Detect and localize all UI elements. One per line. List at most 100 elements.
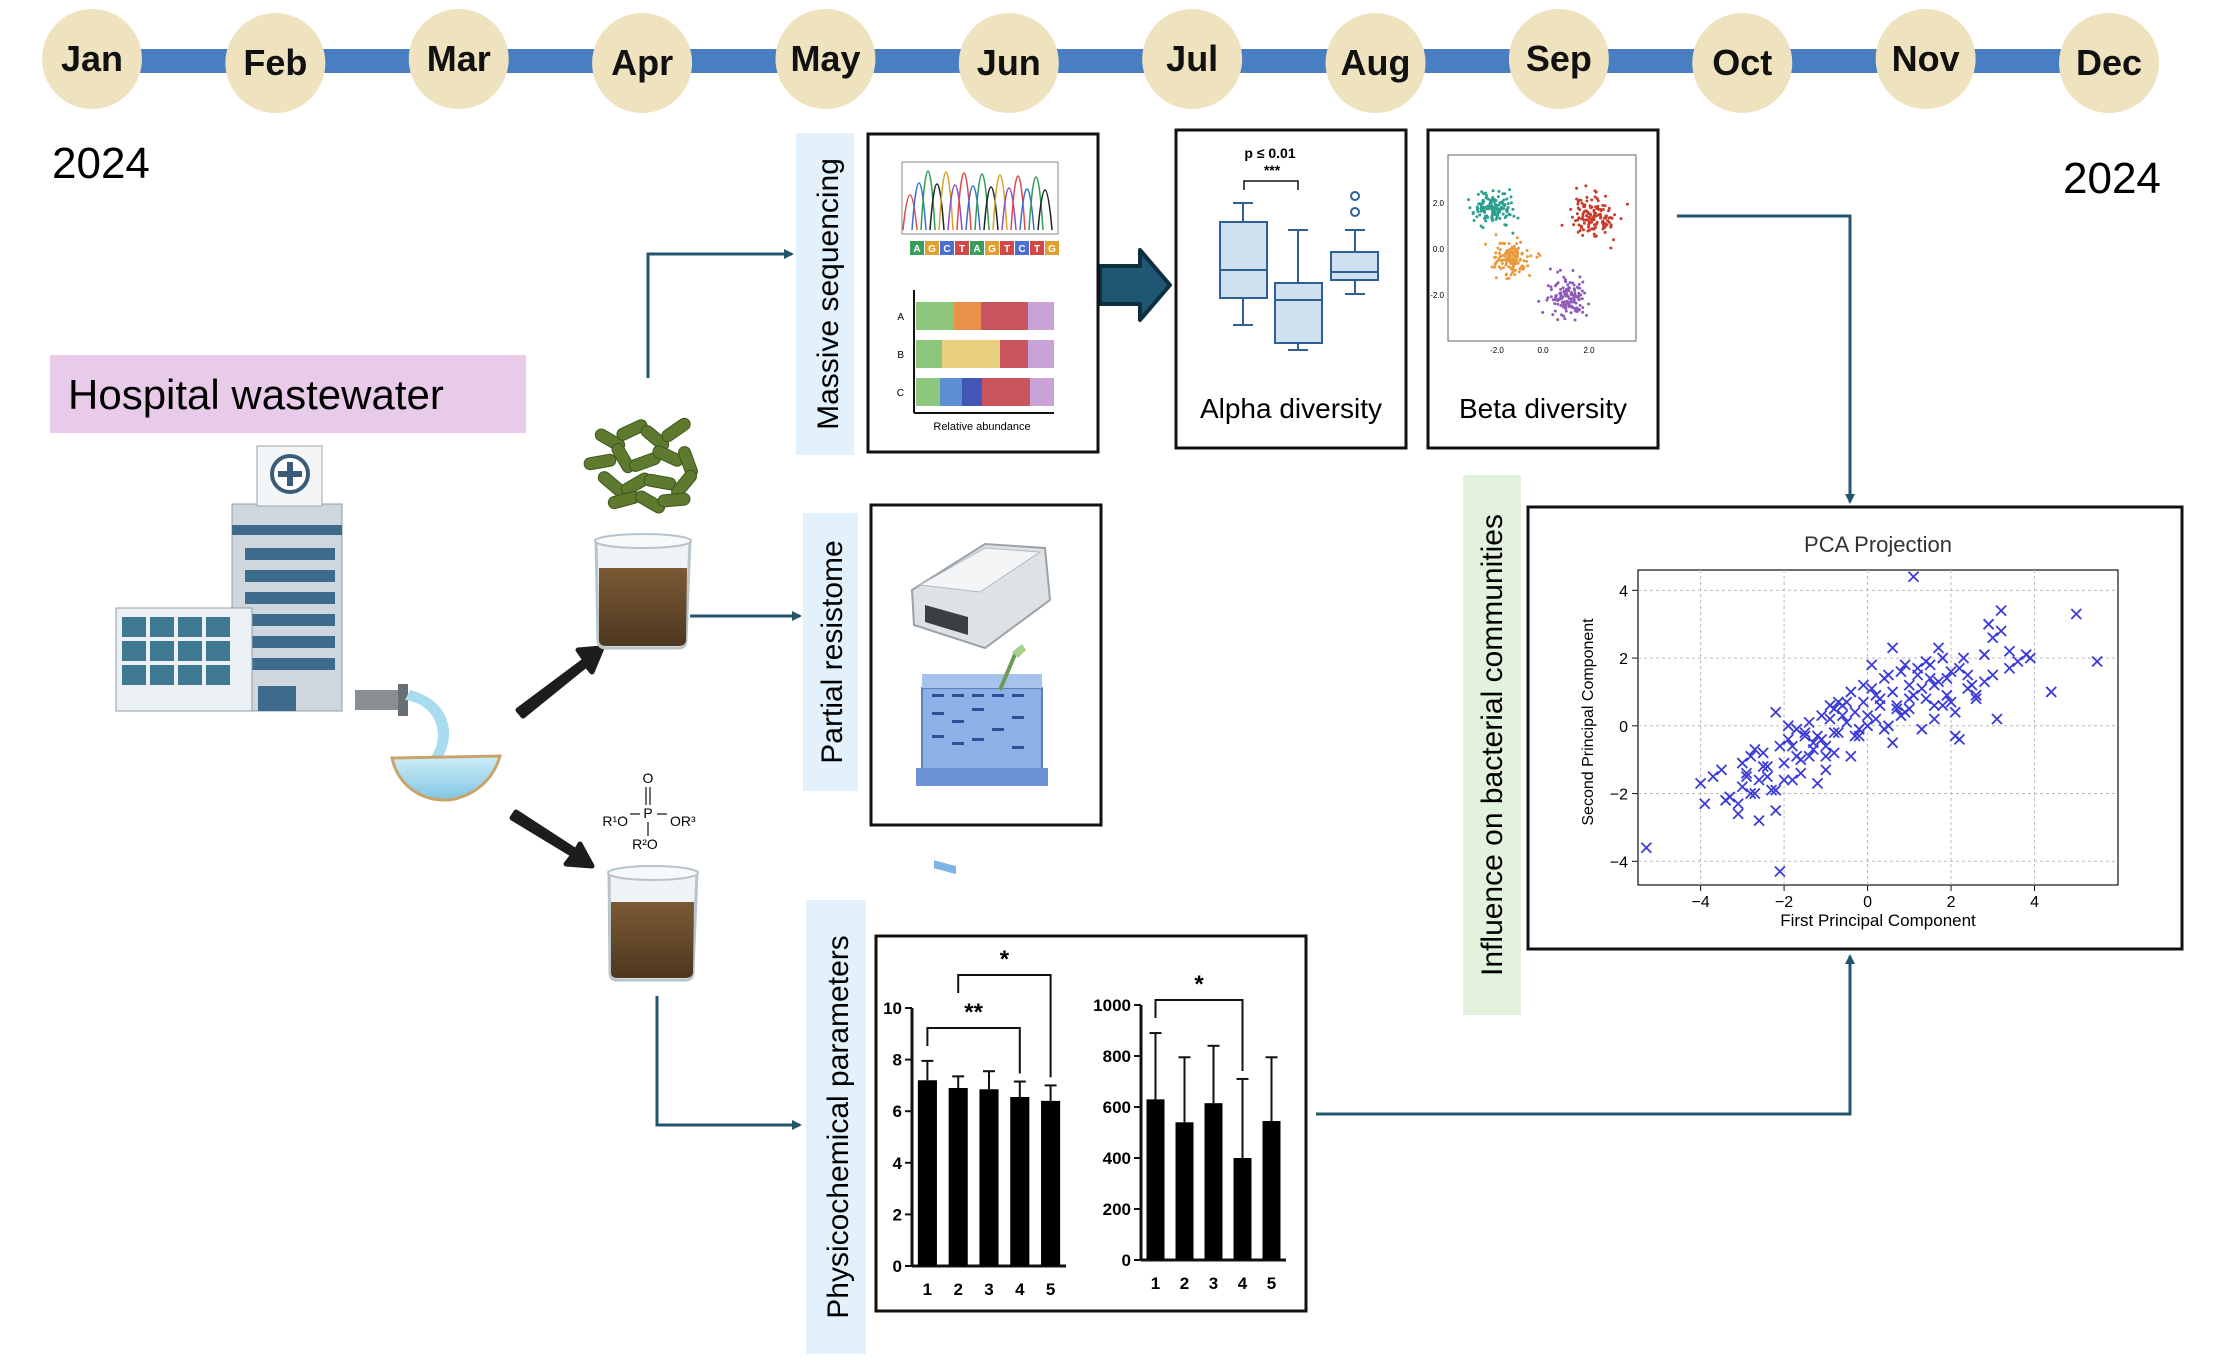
month-label: Feb — [243, 42, 307, 83]
beta-point — [1585, 195, 1589, 199]
beta-point — [1575, 186, 1579, 190]
bar-category-label: 3 — [984, 1280, 993, 1299]
bar — [1175, 1122, 1194, 1260]
chromatogram-peak — [911, 182, 927, 231]
beta-point — [1494, 199, 1498, 202]
beta-point — [1559, 291, 1563, 295]
beta-point — [1575, 212, 1579, 216]
dna-letter-box — [910, 241, 924, 255]
bacterium-rod — [640, 425, 670, 451]
pca-point — [1732, 798, 1744, 810]
beta-point — [1594, 190, 1598, 194]
significance-bracket — [957, 974, 1052, 1078]
pca-frame — [1637, 569, 2119, 886]
pca-point — [1803, 750, 1815, 762]
beta-point — [1581, 212, 1585, 216]
pca-point — [1640, 842, 1652, 854]
beta-point — [1490, 217, 1494, 220]
beta-point — [1569, 297, 1573, 301]
beta-point — [1516, 252, 1520, 255]
beta-point — [1576, 200, 1580, 204]
beta-point — [1595, 197, 1599, 200]
pca-point — [1770, 784, 1782, 796]
chromatogram-peak — [965, 185, 981, 231]
beta-point — [1580, 201, 1584, 205]
pca-point — [1824, 699, 1836, 712]
pca-point — [1870, 713, 1882, 725]
pca-point — [1916, 682, 1928, 695]
beta-point — [1499, 254, 1503, 258]
beta-point — [1567, 305, 1571, 309]
beta-point — [1502, 207, 1506, 210]
pca-point — [1853, 730, 1865, 742]
beta-point — [1509, 201, 1513, 205]
pca-point — [1995, 625, 2007, 637]
pca-point — [1745, 787, 1757, 800]
bar-ytick-label: 800 — [1103, 1047, 1131, 1066]
beta-ytick-2: 0.0 — [1433, 245, 1445, 254]
stack-segment — [916, 378, 940, 406]
pca-point — [1928, 713, 1940, 725]
beta-point — [1510, 249, 1514, 253]
beta-point — [1509, 273, 1513, 277]
beta-point — [1499, 207, 1503, 211]
pca-point — [1882, 669, 1895, 681]
beta-point — [1556, 302, 1560, 306]
beta-point — [1509, 261, 1513, 264]
pca-point — [1987, 632, 1999, 644]
beta-point — [1562, 300, 1566, 304]
chromatogram-peak — [1028, 176, 1044, 231]
chem-bottom: R²O — [632, 836, 658, 852]
pca-point — [2024, 652, 2036, 664]
black-arrows — [509, 645, 605, 869]
beta-point — [1479, 205, 1483, 209]
month-circle — [2059, 13, 2159, 113]
bar-category-label: 5 — [1267, 1274, 1276, 1293]
beta-point — [1594, 211, 1598, 215]
beta-point — [1510, 266, 1514, 270]
connector-beta-to-pca — [1677, 214, 1855, 504]
beta-point — [1561, 286, 1565, 290]
pca-point — [1987, 669, 1999, 681]
beta-point — [1484, 205, 1488, 209]
beta-point — [1493, 265, 1497, 269]
beta-point — [1505, 277, 1509, 281]
pca-xtick-label: 4 — [2030, 894, 2039, 911]
pca-point — [1866, 659, 1878, 671]
beta-point — [1610, 216, 1614, 220]
beta-point — [1513, 250, 1517, 254]
beta-point — [1512, 214, 1516, 218]
beta-point — [1569, 311, 1573, 315]
dna-letter: C — [943, 244, 950, 255]
beta-point — [1515, 242, 1519, 246]
beta-point — [1569, 290, 1573, 294]
pca-point — [1736, 781, 1748, 793]
beta-point — [1551, 298, 1555, 302]
pca-point — [1845, 686, 1857, 698]
beta-point — [1570, 293, 1574, 297]
pca-point — [1765, 784, 1778, 796]
beta-point — [1511, 252, 1515, 255]
bar-ytick-label: 4 — [893, 1154, 903, 1173]
beta-point — [1563, 278, 1567, 281]
beta-point — [1559, 287, 1563, 291]
beta-point — [1485, 194, 1489, 198]
bar-ytick-label: 6 — [893, 1102, 902, 1121]
month-label: Aug — [1341, 42, 1411, 83]
beta-point — [1609, 223, 1613, 227]
beta-point — [1516, 216, 1520, 220]
beta-point — [1562, 290, 1566, 294]
beta-point — [1507, 242, 1511, 246]
beta-point — [1468, 206, 1472, 210]
pca-point — [1849, 706, 1861, 718]
pca-point — [1953, 662, 1966, 674]
dna-letter-box — [985, 241, 999, 255]
boxplot-icon — [1219, 191, 1379, 351]
bar-ytick-label: 8 — [893, 1051, 902, 1070]
chromatogram-peak — [1037, 189, 1053, 231]
pca-point — [1878, 723, 1890, 735]
dna-letter-box — [925, 241, 939, 255]
stack-segment — [981, 302, 1028, 330]
beta-point — [1609, 246, 1613, 250]
